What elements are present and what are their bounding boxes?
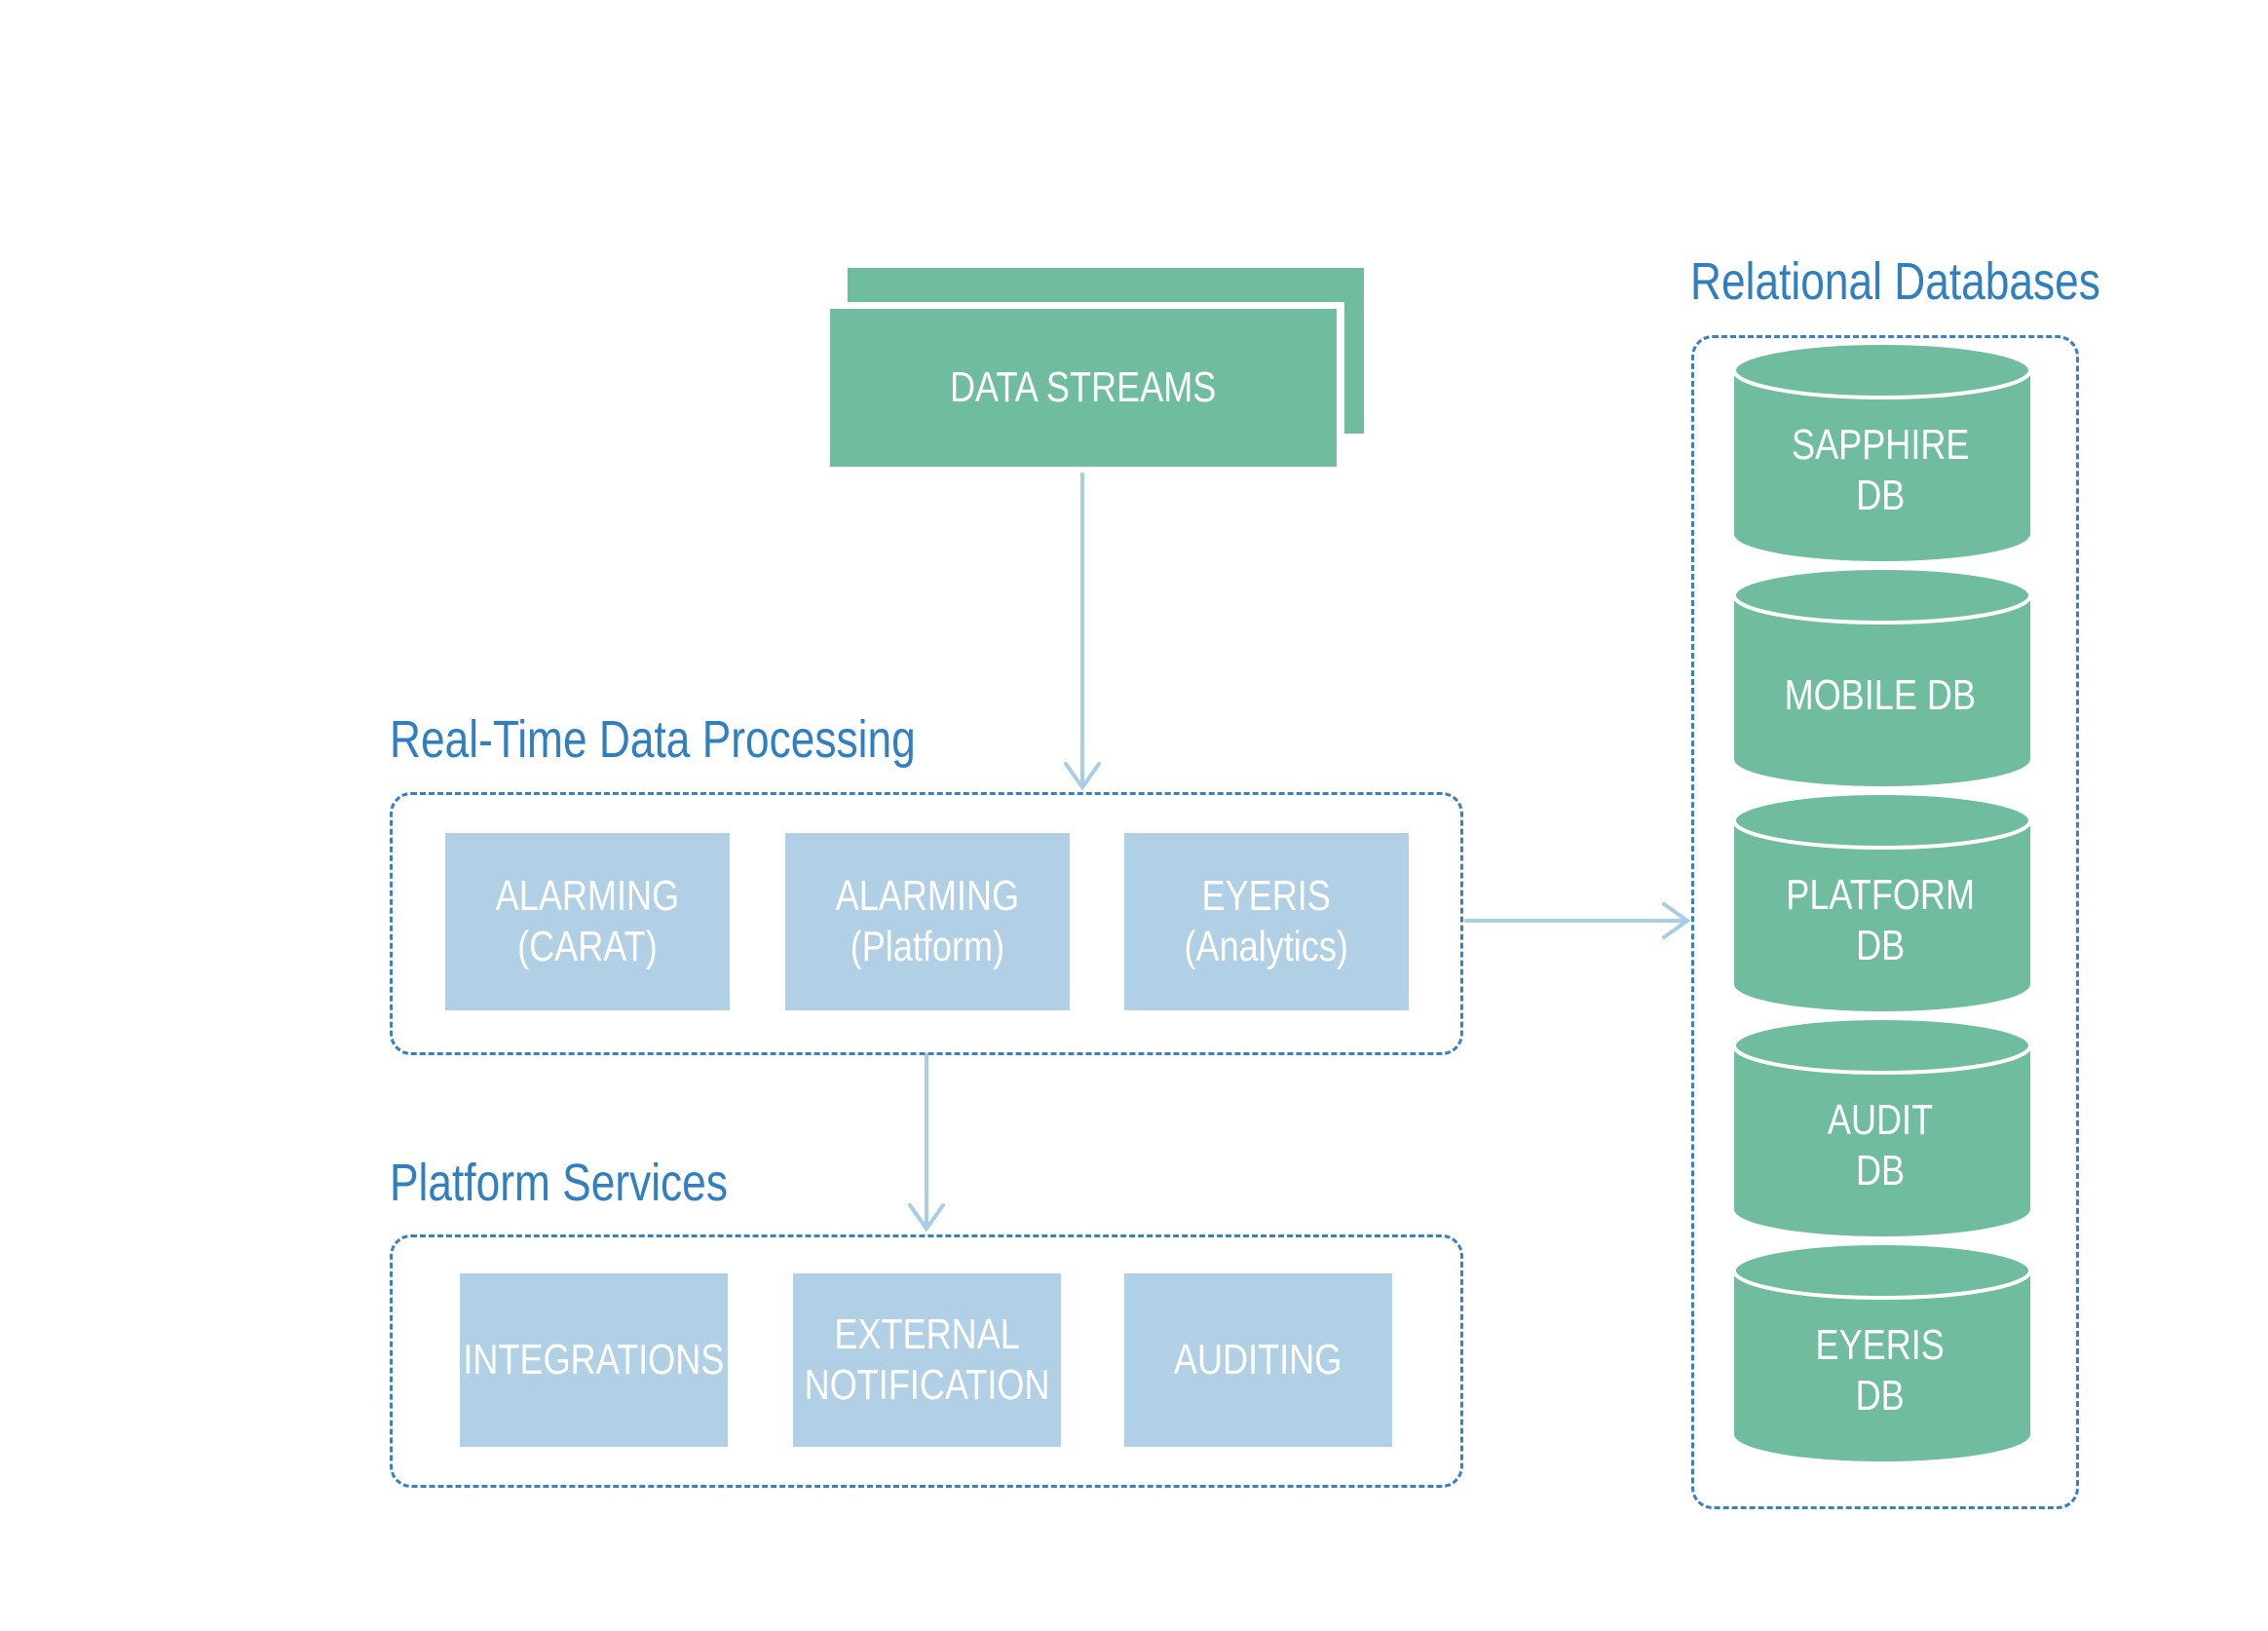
alarming-platform-box: ALARMING (Platform) xyxy=(785,833,1070,1010)
integrations-box: INTEGRATIONS xyxy=(460,1273,728,1447)
auditing-label: AUDITING xyxy=(1174,1336,1342,1384)
database-cylinder-lid xyxy=(1732,791,2032,850)
database-label-text: EYERIS DB xyxy=(1815,1321,1946,1420)
arrow-streams-to-processing xyxy=(1064,473,1101,791)
database-label-text: SAPPHIRE DB xyxy=(1791,421,1970,519)
database-cylinder xyxy=(1732,1241,2032,1461)
database-cylinder-body xyxy=(1734,1243,2030,1461)
database-cylinder-lid xyxy=(1732,566,2032,625)
database-cylinder xyxy=(1732,566,2032,786)
database-cylinder xyxy=(1732,341,2032,561)
database-cylinder-lid xyxy=(1732,341,2032,399)
database-label: AUDIT DB xyxy=(1726,1073,2034,1219)
arrow-processing-to-services xyxy=(908,1053,945,1233)
relational-databases-group xyxy=(1691,335,2079,1509)
data-streams-box: DATA STREAMS xyxy=(830,309,1337,467)
external-notification-label: EXTERNAL NOTIFICATION xyxy=(804,1310,1050,1409)
database-cylinder xyxy=(1732,791,2032,1011)
platform-services-group xyxy=(390,1234,1463,1488)
database-label: EYERIS DB xyxy=(1726,1298,2034,1444)
platform-services-title: Platform Services xyxy=(390,1154,728,1212)
database-cylinder xyxy=(1732,1016,2032,1236)
realtime-processing-title: Real-Time Data Processing xyxy=(390,710,916,769)
database-cylinders xyxy=(1732,341,2032,1461)
database-label: SAPPHIRE DB xyxy=(1726,398,2034,544)
database-label-text: AUDIT DB xyxy=(1827,1096,1934,1195)
alarming-carat-label: ALARMING (CARAT) xyxy=(495,872,680,970)
database-cylinder-body xyxy=(1734,343,2030,561)
database-label: MOBILE DB xyxy=(1726,623,2034,769)
database-label-text: PLATFORM DB xyxy=(1786,871,1975,969)
database-cylinder-lid xyxy=(1732,1016,2032,1075)
alarming-platform-label: ALARMING (Platform) xyxy=(835,872,1020,970)
database-label: PLATFORM DB xyxy=(1726,848,2034,994)
database-label-text: MOBILE DB xyxy=(1784,671,1977,720)
data-streams-label: DATA STREAMS xyxy=(950,363,1217,412)
realtime-processing-group xyxy=(390,792,1463,1055)
alarming-carat-box: ALARMING (CARAT) xyxy=(445,833,730,1010)
eyeris-analytics-label: EYERIS (Analytics) xyxy=(1184,872,1349,970)
database-cylinder-body xyxy=(1734,793,2030,1011)
eyeris-analytics-box: EYERIS (Analytics) xyxy=(1124,833,1409,1010)
external-notification-box: EXTERNAL NOTIFICATION xyxy=(793,1273,1061,1447)
database-cylinder-body xyxy=(1734,568,2030,786)
arrow-processing-to-databases xyxy=(1464,902,1691,939)
auditing-box: AUDITING xyxy=(1124,1273,1392,1447)
database-cylinder-body xyxy=(1734,1018,2030,1236)
integrations-label: INTEGRATIONS xyxy=(463,1336,725,1384)
database-cylinder-lid xyxy=(1732,1241,2032,1300)
relational-databases-title: Relational Databases xyxy=(1690,252,2100,311)
